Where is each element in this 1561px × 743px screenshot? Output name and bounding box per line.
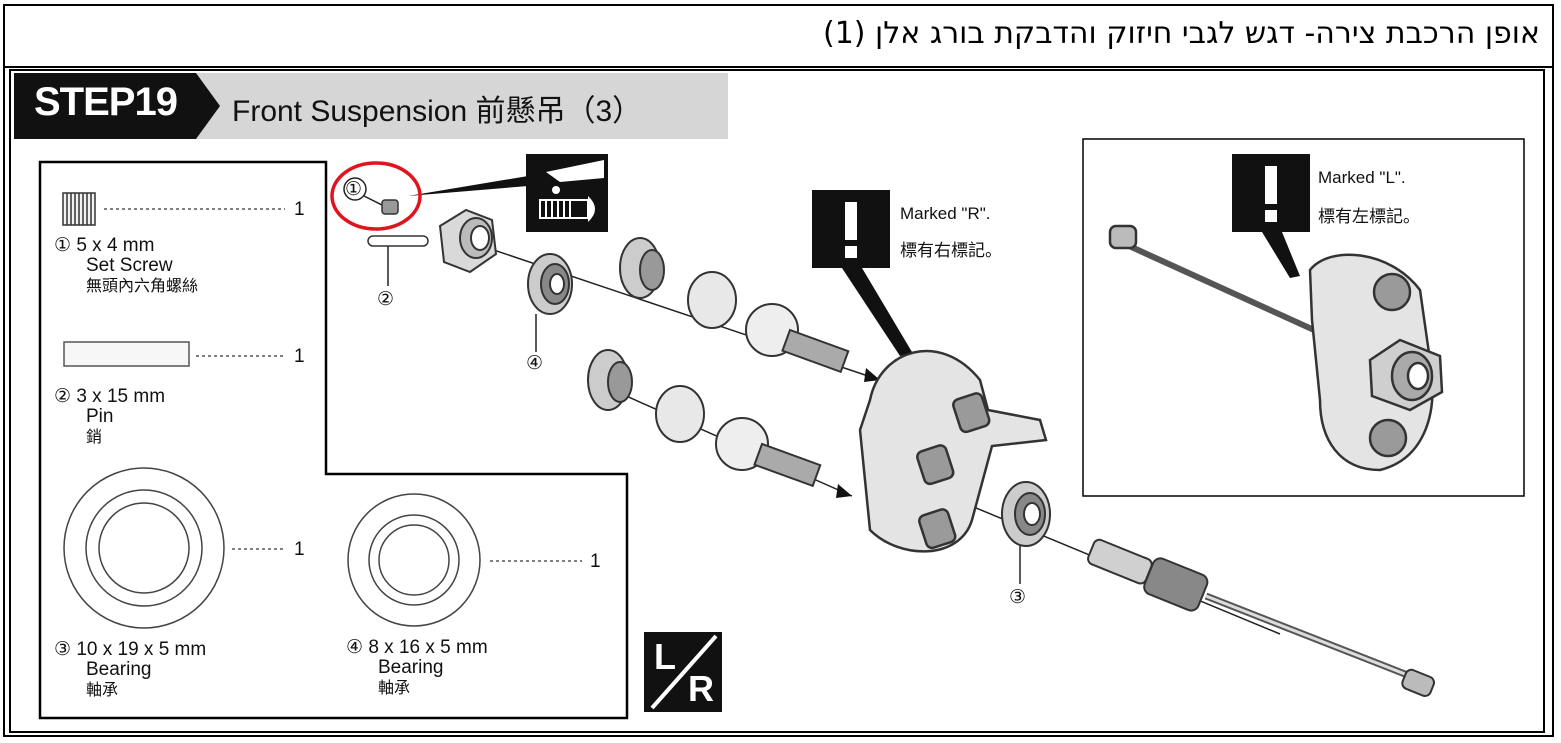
callout-3: ③ [1009, 587, 1027, 608]
callout-1: ① [345, 179, 363, 200]
part-name-zh: 銷 [86, 427, 103, 446]
part-name-zh: 無頭內六角螺絲 [86, 276, 199, 295]
badge-right-letter: R [688, 668, 714, 709]
warning-exclamation-icon [812, 190, 912, 356]
part-name: Bearing [86, 659, 152, 680]
set-screw-drawing [381, 199, 399, 215]
part-qty: 1 [590, 551, 601, 572]
header-caption: אופן הרכבת צירה- דגש לגבי חיזוק והדבקת ב… [822, 16, 1540, 51]
step-banner [14, 73, 728, 139]
bearing-4-drawing [527, 253, 573, 315]
callout-2: ② [377, 289, 395, 310]
part-name: Set Screw [86, 255, 173, 276]
part-qty: 1 [294, 346, 305, 367]
knuckle-l-drawing [1108, 224, 1444, 472]
instruction-sheet [9, 69, 1545, 733]
step-number: STEP19 [34, 80, 178, 124]
highlight-circle [330, 161, 422, 231]
hex-nut-drawing [438, 208, 498, 274]
part-4-label: ④ 8 x 16 x 5 mm Bearing 軸承 [346, 638, 488, 698]
bearing-small-part-icon [347, 493, 481, 627]
part-size: 8 x 16 x 5 mm [368, 637, 488, 658]
marked-r-note-zh: 標有右標記。 [900, 241, 1002, 261]
callout-circle [343, 177, 367, 201]
part-qty: 1 [294, 539, 305, 560]
marked-r-note: Marked "R". [900, 204, 991, 223]
part-name-zh: 軸承 [86, 680, 119, 699]
part-index: ③ [54, 639, 72, 660]
badge-left-letter: L [654, 636, 676, 677]
marked-l-note-zh: 標有左標記。 [1318, 207, 1420, 227]
knuckle-r-drawing [858, 349, 1048, 553]
part-size: 3 x 15 mm [76, 386, 166, 407]
part-index: ④ [346, 637, 364, 658]
drive-shaft-drawing [1087, 538, 1436, 697]
pin-drawing [367, 235, 429, 247]
lower-ball-stud-drawing [587, 349, 822, 488]
bearing-3-drawing [1001, 481, 1051, 547]
part-name: Pin [86, 406, 114, 427]
part-qty: 1 [294, 199, 305, 220]
pin-part-icon [63, 341, 190, 367]
part-3-label: ③ 10 x 19 x 5 mm Bearing 軸承 [54, 640, 206, 700]
part-index: ① [54, 235, 72, 256]
bearing-large-part-icon [63, 467, 225, 629]
part-name: Bearing [378, 657, 444, 678]
marked-l-note: Marked "L". [1318, 168, 1406, 187]
outer-frame [3, 4, 1554, 737]
header-bar: אופן הרכבת צירה- דגש לגבי חיזוק והדבקת ב… [3, 4, 1554, 68]
upper-ball-stud-drawing [619, 237, 850, 374]
part-size: 10 x 19 x 5 mm [76, 639, 207, 660]
step-title: Front Suspension 前懸吊（3） [232, 95, 643, 128]
part-1-label: ① 5 x 4 mm Set Screw 無頭內六角螺絲 [54, 236, 198, 296]
callout-4: ④ [526, 353, 544, 374]
warning-exclamation-icon [1232, 154, 1310, 278]
threadlock-icon [526, 154, 608, 232]
set-screw-part-icon [62, 192, 96, 226]
part-2-label: ② 3 x 15 mm Pin 銷 [54, 387, 165, 447]
threadlock-pointer [408, 176, 528, 196]
part-name-zh: 軸承 [378, 678, 411, 697]
left-right-icon [644, 632, 722, 712]
part-size: 5 x 4 mm [76, 235, 155, 256]
parts-panel [38, 160, 629, 720]
part-index: ② [54, 386, 72, 407]
